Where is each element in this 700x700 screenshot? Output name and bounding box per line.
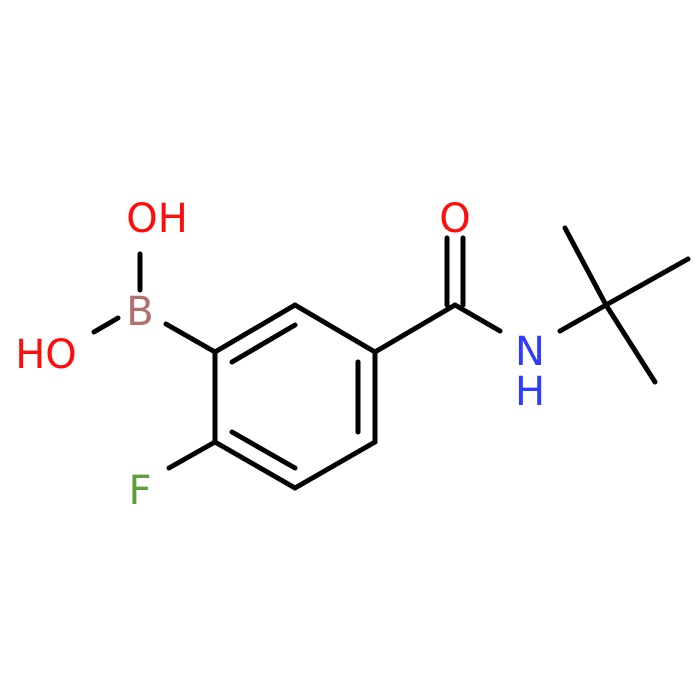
bond-n-tbutyl	[557, 302, 609, 334]
bond-ring-f	[166, 439, 218, 471]
bond-carbonyl-n	[452, 302, 503, 334]
boronic-acid-group: B OH HO	[15, 196, 218, 378]
bond-c4-c5	[212, 439, 298, 491]
bond-tbutyl-methyl-up	[562, 225, 609, 308]
inner-bond-c6-c1	[229, 322, 298, 365]
atom-nitrogen-hydrogen: H	[515, 369, 545, 415]
benzene-ring	[212, 302, 378, 491]
atom-oxygen: O	[439, 196, 470, 242]
atom-oh-left: HO	[15, 332, 77, 378]
bond-b-oh-left	[91, 315, 121, 335]
atom-nitrogen: N	[515, 329, 545, 375]
bond-tbutyl-methyl-down	[603, 302, 658, 385]
inner-bond-c4-c5	[229, 429, 298, 471]
bond-c6-c1	[212, 302, 298, 355]
atom-boron: B	[126, 289, 153, 335]
bond-c1-c2	[292, 302, 378, 355]
fluoro-substituent: F	[128, 439, 218, 514]
bond-tbutyl-methyl-right	[603, 256, 691, 308]
atom-oh-top: OH	[126, 196, 188, 242]
atom-fluorine: F	[128, 468, 151, 514]
bond-ring-carbonyl	[372, 302, 458, 355]
amide-group: O N H	[372, 196, 609, 415]
tert-butyl-group	[562, 225, 691, 385]
bond-ring-b	[163, 321, 218, 355]
bond-c3-c4	[292, 439, 378, 491]
